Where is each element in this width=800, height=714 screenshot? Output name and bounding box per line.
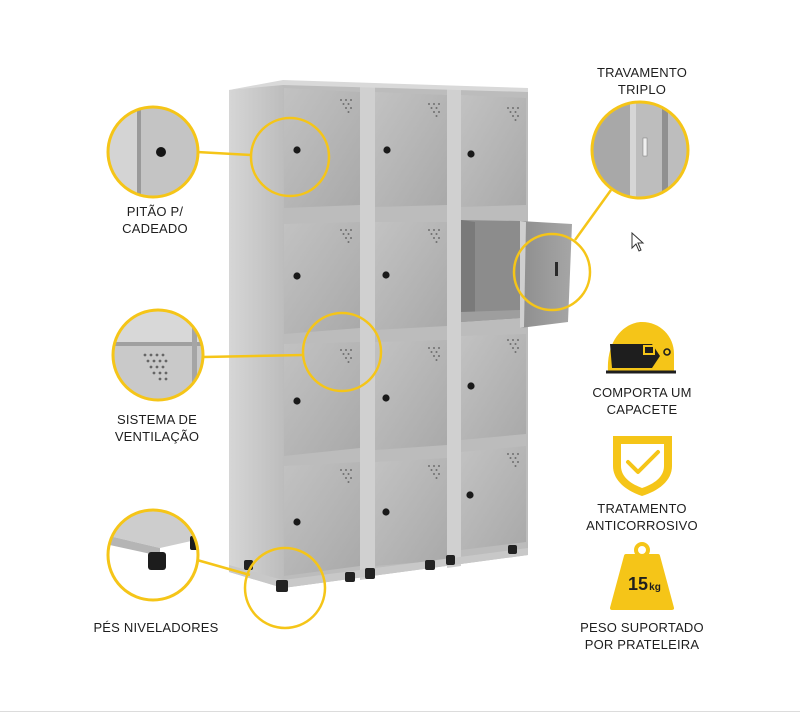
locker-column-3 — [461, 95, 572, 550]
weight-icon: 15 kg — [610, 542, 674, 610]
locker-door — [284, 462, 360, 576]
feature-anticorrosion-label: TRATAMENTO ANTICORROSIVO — [586, 501, 698, 533]
locker-door — [284, 222, 360, 334]
feature-weight-label: PESO SUPORTADO POR PRATELEIRA — [580, 620, 704, 652]
leveling-foot — [446, 555, 455, 565]
locker-door — [284, 342, 360, 456]
locker-door — [284, 88, 360, 208]
weight-badge: 15 — [628, 574, 648, 594]
leveling-foot — [425, 560, 435, 570]
zoom-padlock-hasp — [106, 105, 200, 199]
callout-connectors — [196, 116, 613, 630]
ventilation-perforations — [340, 99, 519, 483]
callout-locking-label: TRAVAMENTO TRIPLO — [596, 65, 688, 97]
locker-side-panel — [229, 83, 283, 588]
locker-column-2 — [375, 92, 447, 566]
leveling-foot — [345, 572, 355, 582]
callout-ventilation-label: SISTEMA DE VENTILAÇÃO — [114, 412, 200, 444]
locker-column-1 — [284, 88, 360, 576]
open-compartment — [461, 220, 520, 322]
callout-feet-label: PÉS NIVELADORES — [93, 620, 219, 635]
locker-door — [375, 458, 447, 566]
locker-base — [229, 545, 528, 592]
zoom-triple-locking — [590, 100, 690, 200]
locker-door — [461, 334, 526, 440]
shield-check-icon — [613, 436, 672, 496]
mouse-cursor-icon — [631, 231, 645, 252]
locker-door — [375, 222, 447, 330]
zoom-leveling-feet — [106, 508, 200, 602]
feature-helmet-label: COMPORTA UM CAPACETE — [592, 385, 692, 417]
divider — [0, 711, 800, 712]
locker-door — [375, 92, 447, 207]
weight-unit: kg — [649, 582, 661, 593]
locker-door — [461, 446, 526, 550]
leveling-foot — [276, 580, 288, 592]
leveling-foot — [508, 545, 517, 554]
zoom-ventilation — [111, 308, 205, 402]
locker-door — [461, 95, 526, 207]
locker-door — [375, 340, 447, 450]
leveling-foot — [365, 568, 375, 579]
padlock-hasp-icon — [293, 146, 301, 154]
callout-padlock-label: PITÃO P/ CADEADO — [122, 204, 188, 236]
helmet-icon — [606, 322, 676, 374]
